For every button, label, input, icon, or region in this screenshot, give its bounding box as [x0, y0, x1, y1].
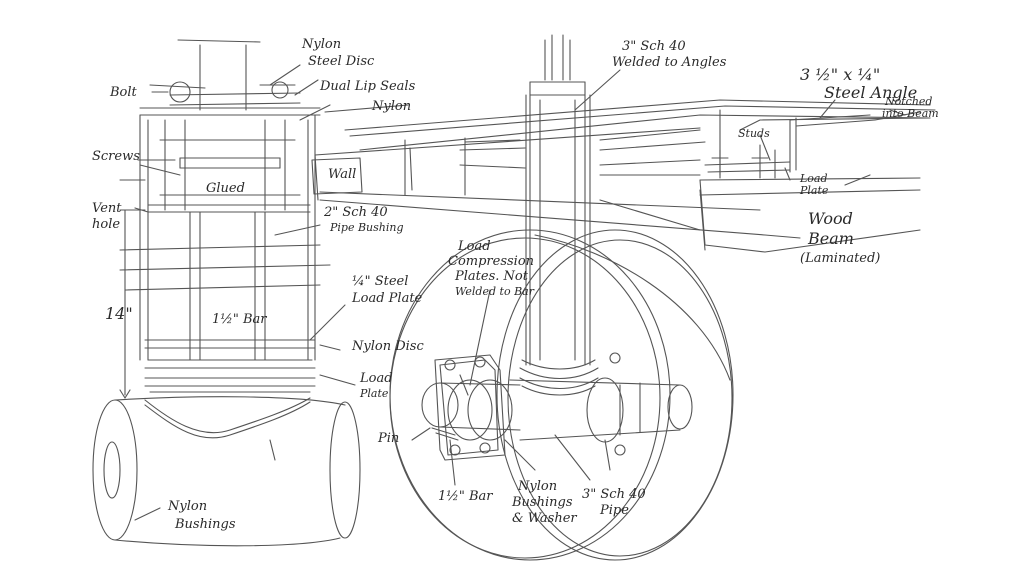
vertical-pipe — [525, 34, 591, 366]
steel-angle — [704, 111, 921, 179]
label-nylon-bw-3: & Washer — [512, 511, 577, 526]
label-angle-2: Steel Angle — [824, 83, 918, 102]
label-load-comp-4: Welded to Bar — [455, 285, 534, 298]
label-load-comp-2: Compression — [448, 254, 535, 269]
horizontal-pipe — [509, 377, 693, 471]
label-nylon-bushings-1: Nylon — [168, 499, 208, 514]
label-load-plate-2: Plate — [360, 387, 389, 400]
label-angle-1: 3 ½" x ¼" — [800, 65, 881, 84]
label-load-plate-right-2: Plate — [800, 184, 829, 197]
wall-box — [311, 157, 363, 195]
label-nylon-top: Nylon — [302, 37, 342, 52]
weld-ring — [519, 359, 599, 396]
label-wood-beam-2: Beam — [808, 229, 854, 248]
label-pipe-bushing-2: Pipe Bushing — [330, 221, 404, 234]
label-nylon-disc: Nylon Disc — [352, 339, 424, 354]
right-wheel — [496, 229, 734, 561]
label-notched-2: into Beam — [882, 107, 939, 120]
left-housing — [119, 39, 331, 393]
label-pipe-bushing-1: 2" Sch 40 — [324, 205, 388, 220]
label-sch40-pipe-2: Pipe — [600, 503, 629, 518]
label-nylon-bushings-2: Bushings — [175, 517, 236, 532]
label-nylon-mid: Nylon — [372, 99, 412, 114]
dimension-14 — [119, 209, 131, 399]
label-hole: hole — [92, 217, 121, 232]
label-notched-1: Notched — [885, 95, 933, 108]
label-bar-bottom: 1½" Bar — [438, 489, 493, 504]
label-glued: Glued — [206, 181, 245, 196]
label-sch40-pipe-1: 3" Sch 40 — [582, 487, 646, 502]
label-nylon-bw-2: Bushings — [512, 495, 573, 510]
label-dual-lip-seals: Dual Lip Seals — [320, 79, 416, 94]
label-load-plate-1: Load — [360, 371, 393, 386]
label-load-comp-1: Load — [458, 239, 491, 254]
label-sch40-welded-2: Welded to Angles — [612, 55, 727, 70]
label-steel-load-plate-1: ¼" Steel — [352, 274, 409, 289]
label-pin: Pin — [378, 431, 400, 446]
label-bolt: Bolt — [110, 85, 137, 100]
label-load-plate-right-1: Load — [800, 172, 828, 185]
label-bar-1-half: 1½" Bar — [212, 312, 267, 327]
label-steel-load-plate-2: Load Plate — [352, 291, 423, 306]
label-wood-beam-3: (Laminated) — [800, 251, 881, 266]
label-nylon-bw-1: Nylon — [518, 479, 558, 494]
label-sch40-welded-1: 3" Sch 40 — [622, 39, 686, 54]
label-dim-14: 14" — [105, 304, 133, 323]
nylon-bushing-cylinder — [92, 396, 361, 547]
leader-lines — [134, 64, 906, 521]
label-vent: Vent — [92, 201, 122, 216]
label-screws: Screws — [92, 149, 140, 164]
label-steel-disc: Steel Disc — [308, 54, 375, 69]
label-load-comp-3: Plates. Not — [455, 269, 528, 284]
label-wood-beam-1: Wood — [808, 209, 853, 228]
label-studs: Studs — [738, 127, 770, 140]
label-wall: Wall — [328, 167, 357, 182]
flange-plate — [421, 352, 626, 461]
